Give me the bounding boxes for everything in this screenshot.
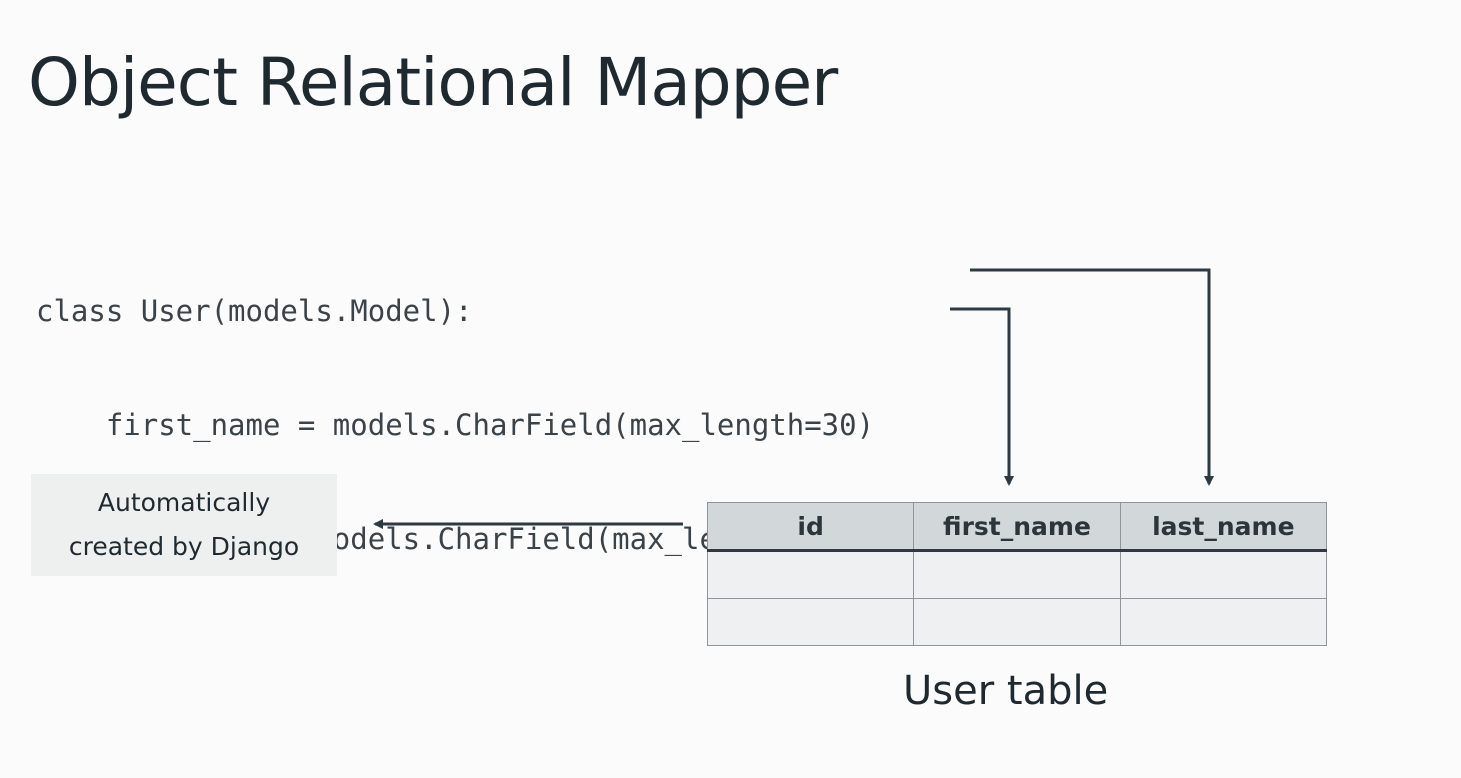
table-cell <box>1119 598 1328 646</box>
column-header-first-name: first_name <box>913 502 1121 552</box>
slide-title: Object Relational Mapper <box>28 44 838 121</box>
first-name-arrow <box>970 268 1214 486</box>
table-cell <box>1119 550 1328 599</box>
code-line-class: class User(models.Model): <box>36 294 473 328</box>
table-header-row: id first_name last_name <box>706 502 1328 552</box>
table-cell <box>706 550 915 599</box>
user-table: id first_name last_name <box>706 502 1328 646</box>
table-cell <box>913 550 1121 599</box>
auto-created-note: Automatically created by Django <box>31 474 337 576</box>
column-header-last-name: last_name <box>1119 502 1328 552</box>
table-row <box>706 598 1328 646</box>
table-row <box>706 550 1328 599</box>
table-caption: User table <box>903 668 1109 714</box>
table-cell <box>913 598 1121 646</box>
code-line-first-name: first_name = models.CharField(max_length… <box>36 408 875 442</box>
auto-created-note-text: Automatically created by Django <box>68 488 300 561</box>
table-cell <box>706 598 915 646</box>
last-name-arrow <box>950 307 1014 486</box>
column-header-id: id <box>706 502 915 552</box>
